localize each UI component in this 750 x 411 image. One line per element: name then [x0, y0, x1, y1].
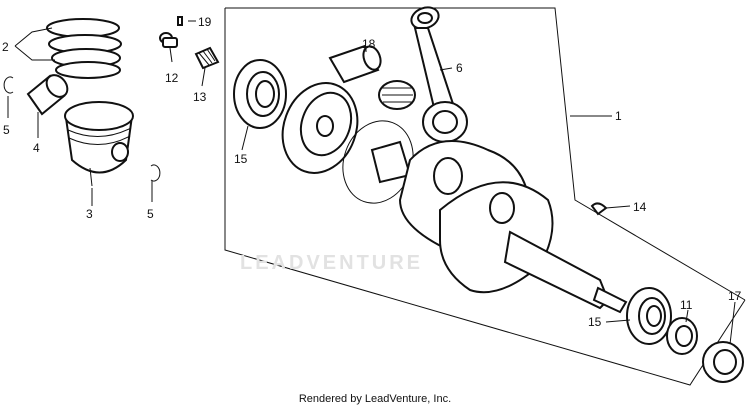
- connecting-rod: [410, 6, 468, 143]
- label-18: 18: [362, 37, 376, 51]
- label-1: 1: [615, 109, 622, 123]
- watermark: LEADVENTURE: [240, 252, 424, 274]
- credit-text: Rendered by LeadVenture, Inc.: [298, 393, 452, 405]
- nut-11: [666, 317, 698, 355]
- flywheel-disc: [281, 82, 359, 174]
- bolt-12: [159, 32, 178, 48]
- bearing-left: [233, 59, 287, 129]
- piston: [64, 101, 134, 187]
- circlip-left: [3, 76, 14, 94]
- pin-19: [177, 16, 183, 26]
- piston-rings: [46, 18, 122, 79]
- label-4: 4: [33, 141, 40, 155]
- crank-pin: [328, 44, 382, 84]
- label-15b: 15: [588, 315, 602, 329]
- label-17: 17: [728, 289, 742, 303]
- label-19: 19: [198, 15, 212, 29]
- label-6: 6: [456, 61, 463, 75]
- label-3: 3: [86, 207, 93, 221]
- circlip-right: [150, 164, 161, 182]
- label-5a: 5: [3, 123, 10, 137]
- leader-lines: [7, 20, 736, 345]
- label-13: 13: [193, 90, 207, 104]
- label-14: 14: [633, 200, 647, 214]
- spring-13: [194, 46, 220, 70]
- key-14: [590, 202, 608, 216]
- label-2: 2: [2, 40, 9, 54]
- bearing-right: [626, 287, 672, 345]
- label-15a: 15: [234, 152, 248, 166]
- label-5b: 5: [147, 207, 154, 221]
- piston-pin: [26, 74, 69, 116]
- label-11: 11: [680, 298, 693, 312]
- oil-seal-17: [702, 341, 744, 383]
- needle-bearing: [378, 80, 416, 110]
- label-12: 12: [165, 71, 179, 85]
- crankshaft: [370, 140, 628, 314]
